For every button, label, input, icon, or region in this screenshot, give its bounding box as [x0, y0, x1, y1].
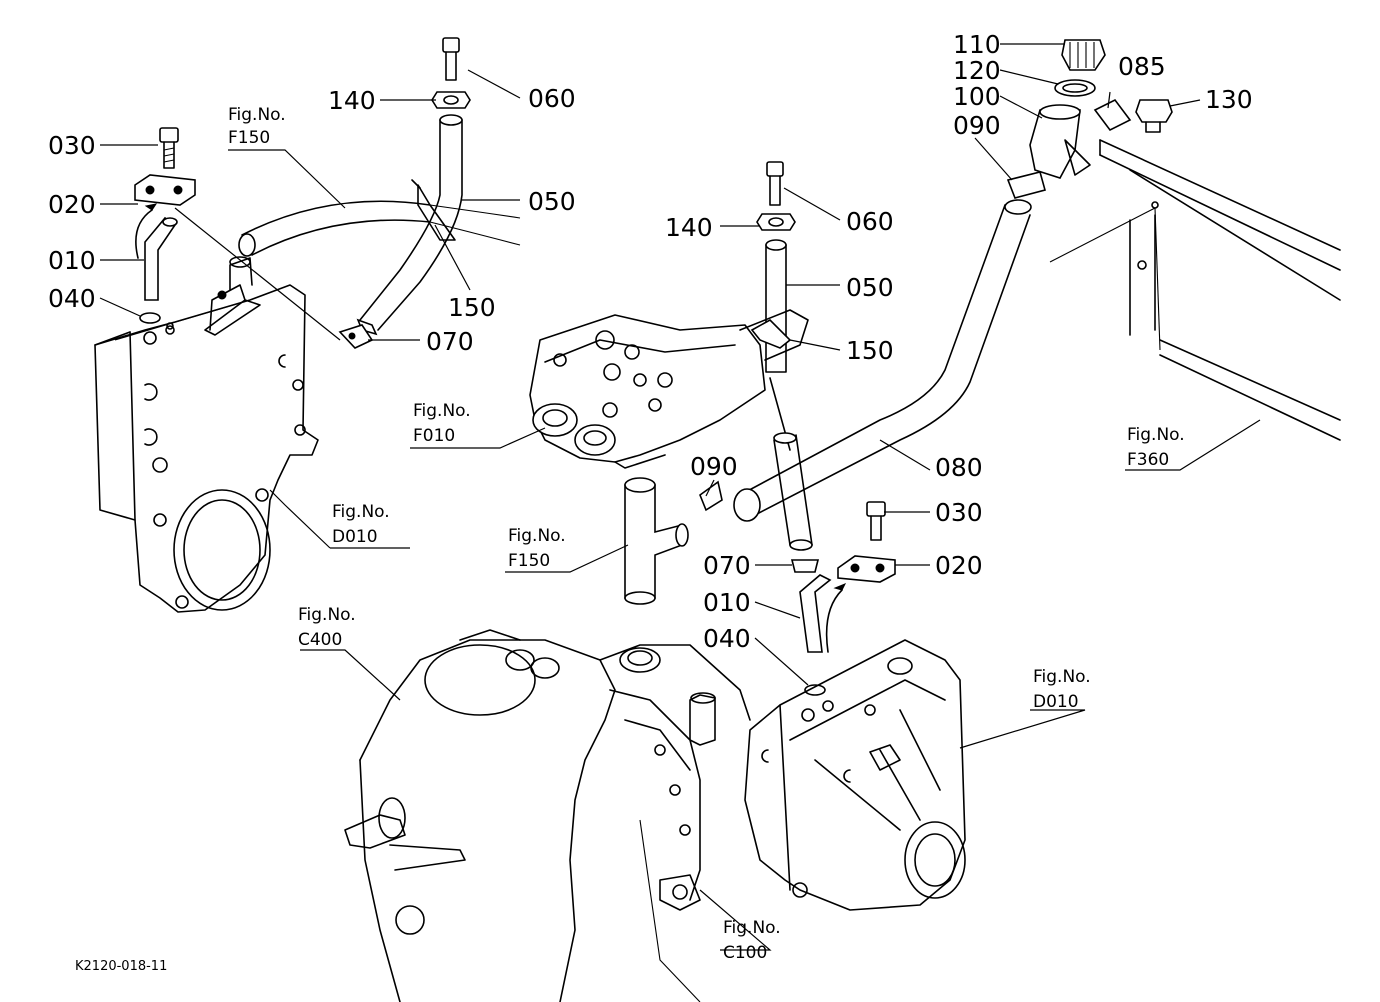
callout-110: 110 — [953, 30, 1001, 59]
callout-090-center: 090 — [690, 452, 738, 481]
ref-f150-center-caption: Fig.No. — [508, 526, 566, 546]
pipe-010-left — [144, 216, 177, 301]
plate-020-left — [134, 174, 196, 206]
washer-040-left — [139, 312, 161, 324]
callout-150-left: 150 — [448, 293, 496, 322]
callout-090-right: 090 — [953, 111, 1001, 140]
ref-f010-caption: Fig.No. — [413, 401, 471, 421]
callout-060-center: 060 — [846, 207, 894, 236]
left-hose-assembly — [338, 37, 471, 349]
callout-030-left: 030 — [48, 131, 96, 160]
callout-070-center: 070 — [703, 551, 751, 580]
callout-050-center: 050 — [846, 273, 894, 302]
gasket-085 — [1093, 98, 1132, 132]
right-frame — [1049, 139, 1341, 441]
callout-010-center: 010 — [703, 588, 751, 617]
washer-040-center — [804, 684, 826, 696]
bolt-060-center — [766, 161, 784, 177]
ref-c100-number: C100 — [723, 943, 767, 963]
cap-110 — [1061, 39, 1106, 71]
ref-f010-number: F010 — [413, 426, 455, 446]
callout-080: 080 — [935, 453, 983, 482]
ref-d010-right-number: D010 — [1033, 692, 1079, 712]
center-breather-parts — [790, 501, 896, 696]
filler-assembly — [1029, 39, 1173, 179]
callout-030-center: 030 — [935, 498, 983, 527]
ref-d010-right-caption: Fig.No. — [1033, 667, 1091, 687]
right-housing — [744, 639, 966, 911]
ref-c100-caption: Fig.No. — [723, 918, 781, 938]
callout-060-left: 060 — [528, 84, 576, 113]
clamp-070-center — [790, 559, 820, 573]
callout-040-center: 040 — [703, 624, 751, 653]
callout-070-left: 070 — [426, 327, 474, 356]
callout-085: 085 — [1118, 52, 1166, 81]
ref-f150-top-caption: Fig.No. — [228, 105, 286, 125]
ref-c400-caption: Fig.No. — [298, 605, 356, 625]
tee-pipe — [624, 477, 723, 605]
callout-100: 100 — [953, 82, 1001, 111]
callout-150-center: 150 — [846, 336, 894, 365]
figure-references: Fig.No. F150 Fig.No. F010 Fig.No. D010 F… — [228, 105, 1185, 963]
ref-c400-number: C400 — [298, 630, 342, 650]
clamp-090-right — [1006, 171, 1046, 199]
callout-020-center: 020 — [935, 551, 983, 580]
ref-d010-left-caption: Fig.No. — [332, 502, 390, 522]
ref-f150-top-number: F150 — [228, 128, 270, 148]
clip-150-center — [750, 319, 792, 349]
long-hose-080 — [733, 171, 1046, 522]
ref-d010-left-number: D010 — [332, 527, 378, 547]
ref-f360-number: F360 — [1127, 450, 1169, 470]
bolt-030-center — [866, 501, 886, 517]
callout-140-center: 140 — [665, 213, 713, 242]
callout-020-left: 020 — [48, 190, 96, 219]
gasket-120 — [1054, 79, 1096, 97]
left-crossover-hose — [238, 200, 521, 257]
leader-lines — [99, 43, 1261, 951]
callout-labels: 030 020 010 040 140 060 050 150 070 140 … — [48, 30, 1253, 653]
bolt-130 — [1135, 99, 1173, 123]
callout-120: 120 — [953, 56, 1001, 85]
left-breather-parts — [134, 127, 196, 330]
ref-f360-caption: Fig.No. — [1127, 425, 1185, 445]
callout-010-left: 010 — [48, 246, 96, 275]
left-housing — [94, 256, 319, 613]
callout-040-left: 040 — [48, 284, 96, 313]
ref-f150-center-number: F150 — [508, 551, 550, 571]
bolt-030-left — [159, 127, 179, 143]
callout-140-left: 140 — [328, 86, 376, 115]
plate-020-center — [837, 555, 896, 583]
drawing-code: K2120-018-11 — [75, 959, 167, 974]
callout-050-left: 050 — [528, 187, 576, 216]
center-vertical-hose — [750, 161, 813, 551]
callout-130: 130 — [1205, 85, 1253, 114]
bolt-060-left — [442, 37, 460, 53]
clamp-090-center — [699, 480, 723, 512]
lower-transmission — [344, 629, 751, 1002]
pipe-010-center — [799, 574, 832, 653]
